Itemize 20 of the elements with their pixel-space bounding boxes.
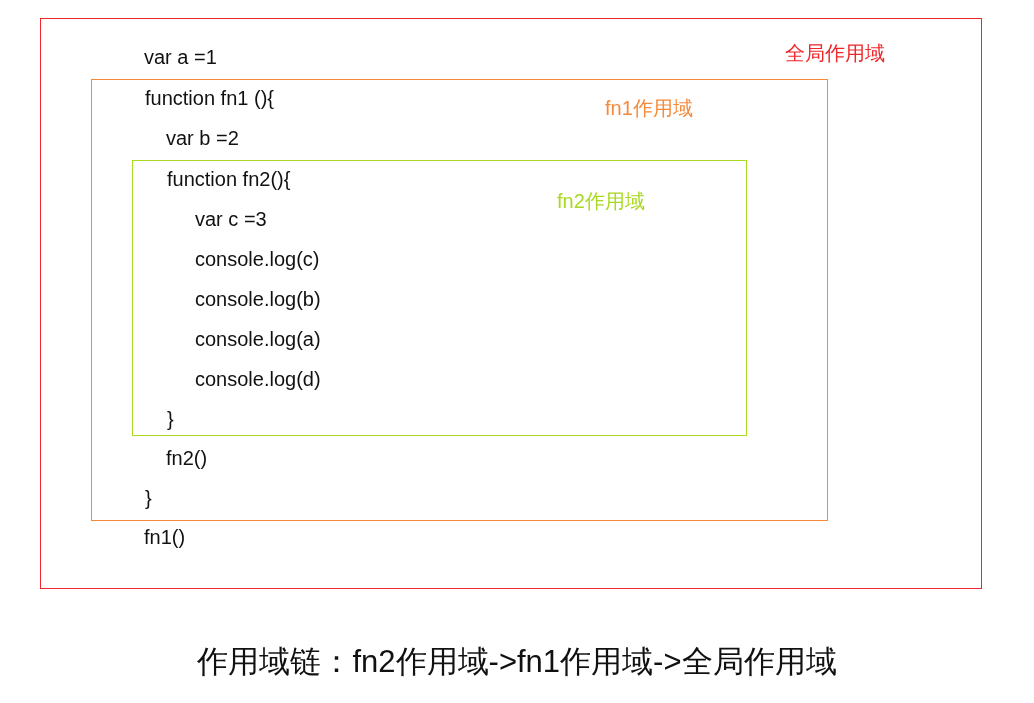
- scope-label: fn1作用域: [605, 96, 693, 120]
- code-line: var c =3: [195, 207, 267, 231]
- scope-label: 全局作用域: [785, 41, 885, 65]
- caption: 作用域链：fn2作用域->fn1作用域->全局作用域: [196, 643, 838, 681]
- code-line: fn2(): [166, 446, 208, 470]
- code-line: console.log(d): [195, 367, 321, 391]
- code-line: console.log(c): [195, 247, 320, 271]
- code-line: }: [167, 407, 174, 431]
- code-line: var b =2: [166, 126, 239, 150]
- code-line: function fn2(){: [167, 167, 291, 191]
- code-line: }: [145, 486, 152, 510]
- scope-box: [132, 160, 747, 436]
- scope-box: [91, 79, 828, 521]
- code-line: var a =1: [144, 45, 217, 69]
- scope-label: fn2作用域: [557, 189, 645, 213]
- code-line: function fn1 (){: [145, 86, 274, 110]
- code-line: console.log(b): [195, 287, 321, 311]
- scope-box: [40, 18, 982, 589]
- code-line: fn1(): [144, 525, 186, 549]
- code-line: console.log(a): [195, 327, 321, 351]
